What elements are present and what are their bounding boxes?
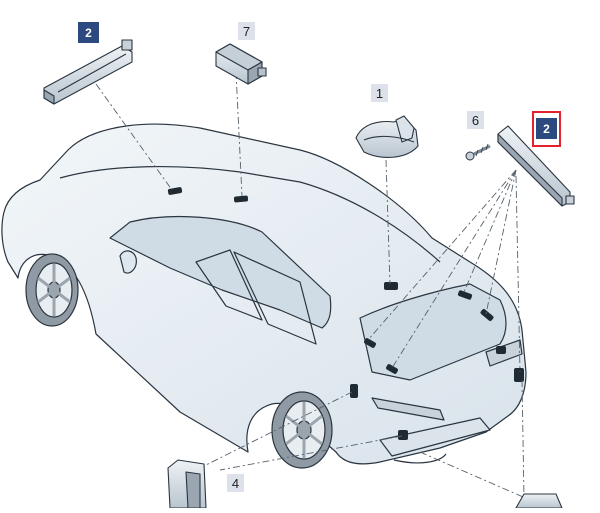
- leader-part2-right-c: [463, 169, 517, 293]
- leader-part2-left: [95, 83, 173, 191]
- car-windows: [109, 215, 332, 329]
- part-1-roof-antenna: [355, 115, 419, 158]
- tail-light-left: [371, 397, 445, 421]
- part-2-left-antenna-strip: [43, 39, 133, 105]
- callout-2-right-highlight: [532, 111, 561, 147]
- slot-antenna-base: [384, 282, 398, 290]
- car-door-frame: [195, 249, 263, 321]
- rear-bumper: [379, 417, 491, 457]
- slot-roof-front: [167, 187, 183, 195]
- leader-bottom-right-b: [419, 451, 531, 501]
- leader-part7: [235, 71, 243, 197]
- callout-7: 7: [238, 22, 255, 40]
- leader-part2-right-e: [515, 175, 521, 373]
- slot-bumper: [398, 430, 408, 440]
- exhaust: [393, 453, 447, 464]
- part-bottom-right: [515, 493, 563, 509]
- part-4-bracket: [167, 459, 207, 509]
- front-wheel: [25, 253, 79, 327]
- rear-wheel: [271, 391, 333, 469]
- leader-part4-b: [219, 435, 403, 471]
- slot-rear-6: [514, 368, 524, 382]
- car-illustration: [1, 123, 527, 469]
- slot-roof-mid: [233, 195, 249, 203]
- car-mirror: [119, 250, 137, 274]
- leader-lines: [95, 71, 531, 501]
- leader-part2-right-b: [391, 169, 517, 369]
- car-rear-door-frame: [233, 251, 317, 345]
- callout-2-left: 2: [78, 22, 99, 43]
- slot-side: [350, 384, 358, 398]
- leader-bottom-right: [521, 379, 525, 499]
- car-roof-line: [59, 165, 441, 263]
- leader-part2-right-d: [485, 169, 517, 315]
- slot-rear-5: [496, 346, 506, 354]
- car-rear-window: [359, 283, 507, 381]
- slot-rear-2: [480, 309, 494, 321]
- mounting-slots: [167, 187, 524, 440]
- part-2-right-antenna-strip: [497, 125, 575, 207]
- callout-4: 4: [227, 474, 244, 492]
- slot-rear-1: [457, 290, 473, 300]
- part-6-screw: [465, 143, 491, 161]
- callout-6: 6: [467, 111, 484, 129]
- callout-1: 1: [371, 84, 388, 102]
- leader-part4-a: [199, 391, 353, 469]
- callout-2-right: 2: [536, 118, 557, 139]
- leader-part1: [385, 159, 391, 285]
- slot-rear-4: [386, 364, 398, 374]
- slot-rear-3: [364, 338, 376, 348]
- part-7-module: [215, 43, 267, 85]
